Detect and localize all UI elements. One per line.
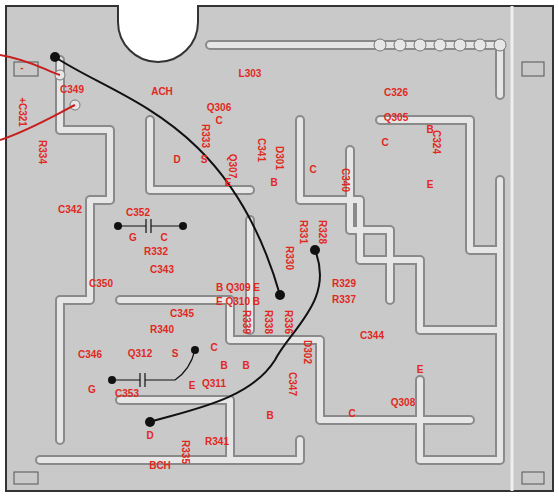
component-label: +C321: [17, 97, 27, 127]
component-label: BCH: [149, 461, 171, 471]
component-label: E: [417, 365, 424, 375]
component-label: Q312: [128, 349, 152, 359]
component-label: B: [266, 411, 273, 421]
component-label: B: [220, 361, 227, 371]
component-label: S: [172, 349, 179, 359]
copper-traces: [40, 45, 500, 460]
component-label: C: [210, 343, 217, 353]
component-label: E: [189, 381, 196, 391]
mounting-holes: [14, 62, 544, 484]
component-label: R336: [283, 310, 293, 334]
component-label: C346: [78, 350, 102, 360]
component-label: B: [270, 178, 277, 188]
component-label: C: [348, 409, 355, 419]
copper-traces-fill: [40, 45, 500, 460]
component-label: E: [225, 178, 232, 188]
wire-ends: [50, 52, 320, 427]
board-outline: [6, 6, 553, 491]
component-label: C352: [126, 208, 150, 218]
component-label: C341: [256, 138, 266, 162]
component-label: C: [160, 233, 167, 243]
component-label: R335: [180, 440, 190, 464]
component-label: R337: [332, 295, 356, 305]
component-label: Q307: [227, 154, 237, 178]
component-label: C353: [115, 389, 139, 399]
component-label: C: [215, 116, 222, 126]
solder-pads: [55, 39, 506, 110]
component-label: E Q310 B: [216, 297, 260, 307]
component-label: C350: [89, 279, 113, 289]
component-label: C340: [340, 168, 350, 192]
component-label: C347: [287, 372, 297, 396]
component-label: C: [309, 165, 316, 175]
component-label: R329: [332, 279, 356, 289]
component-label: C349: [60, 85, 84, 95]
component-label: C326: [384, 88, 408, 98]
component-label: -: [20, 63, 23, 73]
board-split: [511, 6, 514, 491]
component-label: C342: [58, 205, 82, 215]
component-label: B Q309 E: [216, 283, 260, 293]
component-label: R328: [317, 220, 327, 244]
component-label: R340: [150, 325, 174, 335]
component-label: Q311: [202, 379, 226, 389]
component-label: C343: [150, 265, 174, 275]
component-label: D301: [274, 146, 284, 170]
capacitor-symbols: [112, 219, 195, 387]
component-label: R341: [205, 437, 229, 447]
component-label: D302: [302, 340, 312, 364]
component-label: Q308: [391, 398, 415, 408]
component-label: R331: [298, 220, 308, 244]
component-label: D: [146, 431, 153, 441]
component-label: S: [201, 155, 208, 165]
component-label: C344: [360, 331, 384, 341]
component-label: Q305: [384, 113, 408, 123]
component-label: R332: [144, 247, 168, 257]
component-label: R339: [241, 310, 251, 334]
component-label: D: [173, 155, 180, 165]
component-label: B: [242, 361, 249, 371]
component-label: C345: [170, 309, 194, 319]
component-label: G: [129, 233, 137, 243]
component-label: R338: [263, 310, 273, 334]
component-label: R333: [200, 124, 210, 148]
component-label: C: [381, 138, 388, 148]
component-label: Q306: [207, 103, 231, 113]
component-label: R330: [284, 246, 294, 270]
component-label: E: [427, 180, 434, 190]
component-label: L303: [239, 69, 262, 79]
component-label: C324: [431, 130, 441, 154]
component-label: ACH: [151, 87, 173, 97]
lead-wires: [0, 55, 75, 140]
component-label: R334: [37, 140, 47, 164]
component-label: G: [88, 385, 96, 395]
jumper-wires: [55, 57, 320, 422]
